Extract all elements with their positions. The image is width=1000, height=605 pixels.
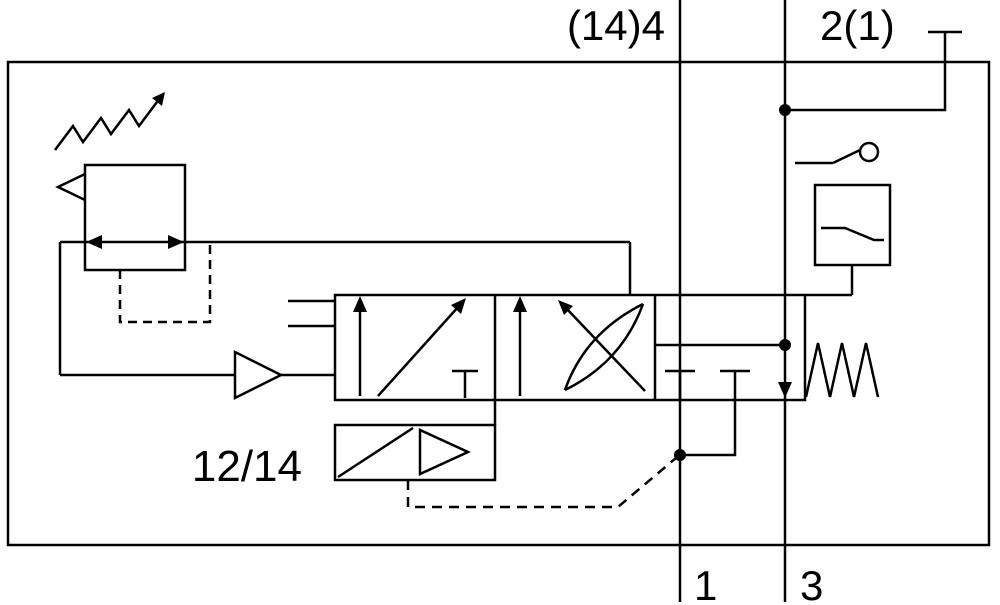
label-port-2-1: 2(1) [820, 2, 895, 49]
valve-position-left [353, 296, 478, 398]
port-labels: (14)4 2(1) 1 3 12/14 [192, 2, 895, 605]
supply-line-left [60, 349, 335, 401]
component-enclosure-border [6, 60, 991, 547]
adjustment-arrowhead-icon [152, 92, 165, 106]
pressure-regulator-symbol [54, 92, 632, 375]
switch-actuator-icon [858, 141, 880, 163]
down-arrow-icon [778, 382, 792, 398]
main-valve-body [288, 293, 807, 402]
solenoid-pilot-symbol [333, 400, 737, 509]
flow-amplifier-icon [233, 349, 284, 401]
output-branch-line [785, 30, 962, 112]
valve-position-middle [513, 296, 646, 396]
arrow-left-icon [86, 235, 102, 249]
diagonal-arrow-icon [451, 298, 466, 314]
throttle-arc-icon [564, 303, 645, 392]
junction-dot [779, 104, 791, 116]
return-spring-icon [804, 342, 880, 398]
adjustment-spring-icon [54, 101, 158, 151]
label-port-14-4: (14)4 [567, 2, 665, 49]
pilot-amplifier-icon [418, 428, 472, 476]
junction-dot [674, 449, 686, 461]
throttle-arc-icon [563, 302, 644, 391]
up-arrow-icon [513, 296, 527, 312]
pilot-dashed-line [406, 457, 677, 509]
flow-control-arrowhead-icon [558, 300, 573, 315]
pilot-feedback-dashed-line [118, 244, 212, 324]
valve-position-right [655, 343, 792, 400]
label-port-1: 1 [694, 562, 717, 605]
arrow-right-icon [168, 235, 184, 249]
up-arrow-icon [353, 296, 367, 312]
label-port-3: 3 [800, 562, 823, 605]
vent-arrow-icon [55, 172, 86, 202]
pressure-switch-symbol [795, 141, 892, 297]
junction-dot [779, 339, 791, 351]
label-pilot-12-14: 12/14 [192, 442, 302, 491]
switch-contact-icon [821, 226, 884, 242]
